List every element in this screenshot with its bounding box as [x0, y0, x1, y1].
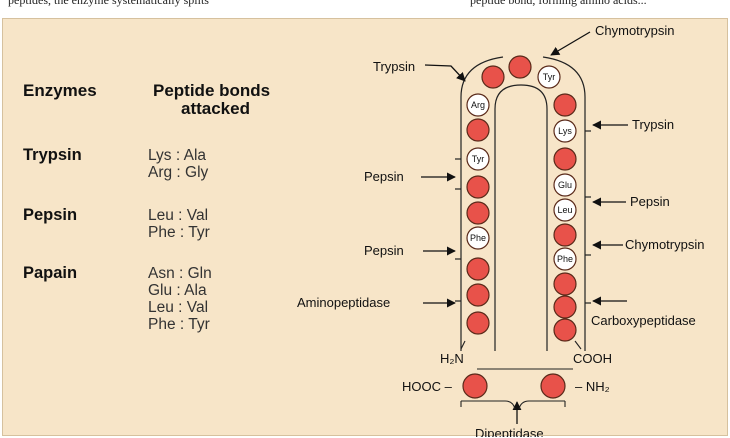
label-n-terminus: H₂N	[440, 351, 464, 366]
label-hooc: HOOC –	[402, 379, 453, 394]
label-chymotrypsin-top: Chymotrypsin	[595, 23, 674, 38]
residue-bead	[467, 202, 489, 224]
dipeptide-bead-right	[541, 374, 565, 398]
residue-label: Tyr	[543, 72, 556, 82]
residue-label: Tyr	[472, 154, 485, 164]
residue-label: Lys	[558, 126, 572, 136]
residue-bead	[467, 284, 489, 306]
residue-label: Phe	[557, 254, 573, 264]
residue-bead	[467, 119, 489, 141]
label-aminopeptidase: Aminopeptidase	[297, 295, 390, 310]
label-trypsin-right: Trypsin	[632, 117, 674, 132]
label-pepsin-left-1: Pepsin	[364, 169, 404, 184]
residue-label: Glu	[558, 180, 572, 190]
residue-label: Leu	[557, 205, 572, 215]
residue-bead	[554, 296, 576, 318]
label-pepsin-left-2: Pepsin	[364, 243, 404, 258]
residue-bead	[467, 258, 489, 280]
residue-bead	[554, 319, 576, 341]
diagram-panel: Enzymes Peptide bonds attacked Trypsin L…	[2, 18, 728, 436]
residue-bead	[554, 94, 576, 116]
right-residue-column: Lys Glu Leu Phe	[554, 94, 576, 341]
residue-bead	[554, 224, 576, 246]
residue-label: Arg	[471, 100, 485, 110]
residue-bead	[467, 176, 489, 198]
caption-fragment-right: peptide bond, forming amino acids...	[470, 0, 647, 8]
cropped-caption-strip: peptides, the enzyme systematically spli…	[0, 0, 730, 18]
label-pepsin-right: Pepsin	[630, 194, 670, 209]
left-residue-column: Arg Tyr Phe	[467, 94, 489, 334]
residue-bead	[509, 56, 531, 78]
apex-residues: Tyr	[482, 56, 560, 88]
label-carboxypeptidase: Carboxypeptidase	[591, 313, 696, 328]
label-trypsin-top: Trypsin	[373, 59, 415, 74]
residue-bead	[554, 148, 576, 170]
label-nh2: – NH₂	[575, 379, 610, 394]
residue-bead	[482, 66, 504, 88]
residue-bead	[554, 273, 576, 295]
peptide-cleavage-diagram: Arg Tyr Phe Tyr	[3, 19, 729, 437]
label-dipeptidase: Dipeptidase	[475, 426, 544, 437]
residue-bead	[467, 312, 489, 334]
label-chymotrypsin-right: Chymotrypsin	[625, 237, 704, 252]
label-c-terminus: COOH	[573, 351, 612, 366]
caption-fragment-left: peptides, the enzyme systematically spli…	[8, 0, 209, 8]
dipeptide-bead-left	[463, 374, 487, 398]
residue-label: Phe	[470, 233, 486, 243]
